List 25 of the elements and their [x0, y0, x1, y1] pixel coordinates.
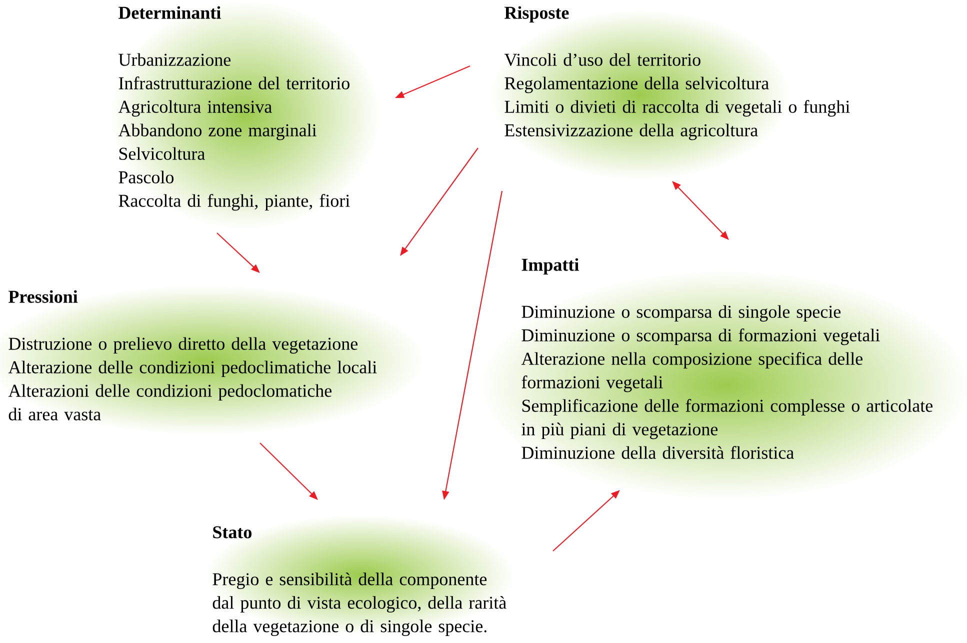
list-item: Alterazioni delle condizioni pedoclomatiche di area vasta	[8, 384, 332, 420]
list-item: Urbanizzazione	[118, 53, 231, 66]
list-item: Pregio e sensibilità della componente dal punto di vista ecologico, della rarità della vegetazione o di singole specie.	[212, 572, 506, 636]
heading: Stato	[213, 526, 252, 538]
list-item: Selvicoltura	[119, 147, 205, 160]
list-item: Diminuzione della diversità floristica	[522, 446, 794, 459]
list-item: Alterazione nella composizione specifica delle formazioni vegetali	[521, 352, 862, 392]
list-item: Agricoltura intensiva	[118, 100, 272, 117]
list-item: Diminuzione o scomparsa di singole specie	[522, 305, 841, 322]
list-item: Distruzione o prelievo diretto della vegetazione	[8, 337, 358, 354]
list-item: Infrastrutturazione del territorio	[118, 76, 350, 90]
list-item: Semplificazione delle formazioni complesse o articolate in più piani di vegetazione	[522, 399, 932, 440]
heading: Pressioni	[8, 290, 78, 303]
list-item: Raccolta di funghi, piante, fiori	[118, 194, 350, 211]
list-item: Estensivizzazione della agricoltura	[504, 124, 758, 140]
heading: Impatti	[522, 258, 579, 275]
list-item: Abbandono zone marginali	[118, 124, 316, 140]
list-item: Vincoli d’uso del territorio	[504, 53, 700, 66]
list-item: Diminuzione o scomparsa di formazioni vegetali	[522, 328, 880, 346]
list-item: Regolamentazione della selvicoltura	[504, 76, 769, 94]
heading: Determinanti	[118, 6, 221, 19]
list-item: Pascolo	[118, 170, 174, 184]
heading: Risposte	[504, 6, 569, 23]
list-item: Limiti o divieti di raccolta di vegetali o funghi	[504, 100, 850, 117]
list-item: Alterazione delle condizioni pedoclimatiche locali	[8, 360, 377, 378]
